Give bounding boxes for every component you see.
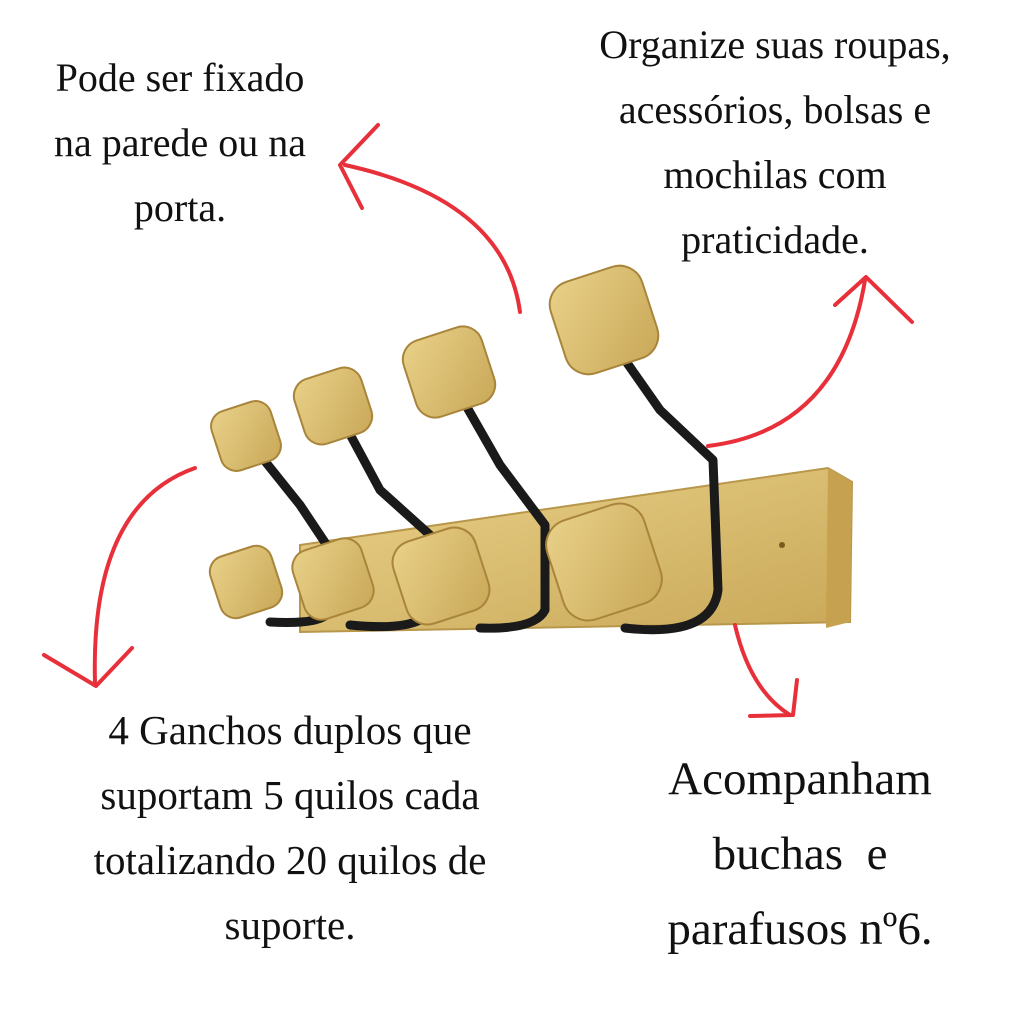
arrow-to-accessories-text bbox=[733, 623, 799, 718]
mounting-annotation: Pode ser fixado na parede ou na porta. bbox=[10, 45, 350, 240]
arrow-to-mounting-text bbox=[338, 123, 522, 314]
annotation-line: Acompanham bbox=[668, 753, 932, 805]
annotation-line: Organize suas roupas, bbox=[599, 22, 951, 67]
wooden-knobs bbox=[208, 264, 663, 626]
annotation-line: na parede ou na bbox=[53, 120, 307, 165]
annotation-line: buchas e bbox=[712, 828, 888, 880]
annotation-line: porta. bbox=[133, 185, 227, 230]
organize-annotation: Organize suas roupas, acessórios, bolsas… bbox=[555, 12, 995, 272]
annotation-line: parafusos nº6. bbox=[667, 903, 933, 955]
capacity-annotation: 4 Ganchos duplos que suportam 5 quilos c… bbox=[40, 698, 540, 958]
accessories-annotation: Acompanham buchas e parafusos nº6. bbox=[620, 742, 980, 967]
annotation-line: mochilas com bbox=[663, 152, 887, 197]
annotation-line: 4 Ganchos duplos que bbox=[108, 707, 472, 753]
annotation-line: praticidade. bbox=[681, 217, 869, 262]
annotation-line: suportam 5 quilos cada bbox=[100, 772, 480, 818]
annotation-line: suporte. bbox=[224, 902, 356, 948]
arrow-to-capacity-text bbox=[42, 466, 197, 688]
arrow-to-organize-text bbox=[706, 275, 914, 448]
annotation-line: totalizando 20 quilos de bbox=[93, 837, 487, 883]
annotation-line: Pode ser fixado bbox=[55, 55, 305, 100]
annotation-line: acessórios, bolsas e bbox=[618, 87, 932, 132]
